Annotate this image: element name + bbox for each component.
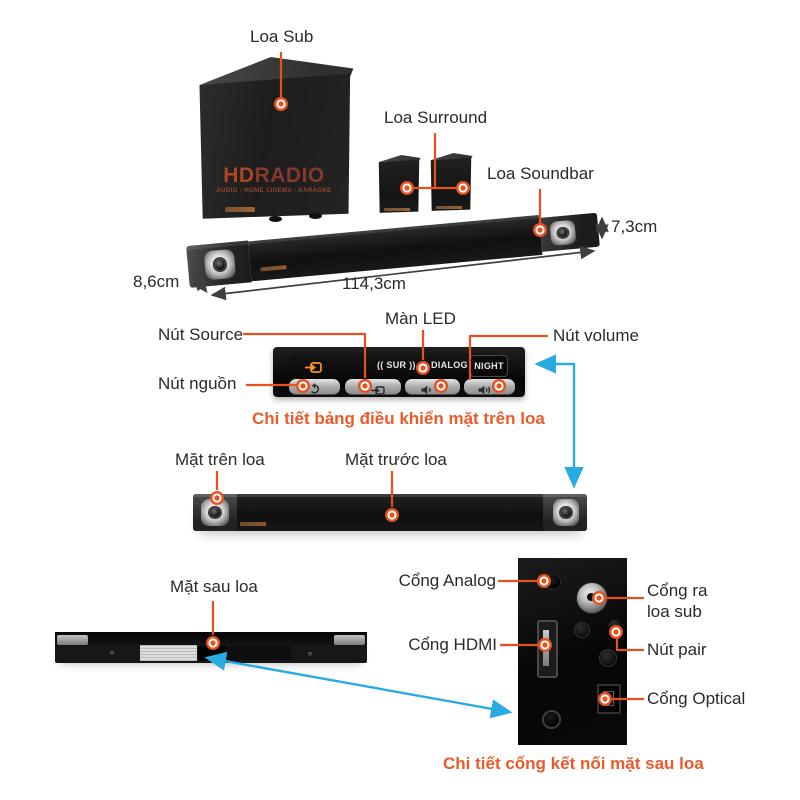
display-dialog-text: DIALOG bbox=[431, 360, 468, 370]
rear-ports-detail bbox=[518, 558, 627, 745]
label-cong-analog: Cổng Analog bbox=[398, 571, 496, 590]
watermark-hd: HD bbox=[223, 164, 255, 187]
dim-height-value: 7,3cm bbox=[611, 217, 658, 236]
volume-up-icon bbox=[478, 382, 493, 400]
dim-width-value: 114,3cm bbox=[342, 274, 406, 293]
pair-button-control bbox=[609, 620, 620, 631]
label-loa-soundbar: Loa Soundbar bbox=[487, 164, 594, 183]
subwoofer-image: HDRADIO AUDIO - HOME CINEMA - KARAOKE bbox=[193, 57, 355, 222]
rear-knob bbox=[599, 649, 617, 667]
speaker-front-face bbox=[430, 157, 472, 211]
soundbar-rear-view bbox=[55, 632, 367, 663]
rear-endcap-left bbox=[57, 635, 88, 645]
rear-top-strip bbox=[55, 632, 367, 645]
label-cong-ra: Cổng ra bbox=[647, 581, 708, 600]
subwoofer-foot bbox=[269, 216, 282, 222]
label-cong-hdmi: Cổng HDMI bbox=[408, 635, 497, 654]
hdmi-port bbox=[537, 620, 558, 678]
subwoofer-brand-plate bbox=[225, 207, 255, 212]
led-display: (( SUR )) DIALOG NIGHT bbox=[284, 353, 508, 377]
label-nut-volume: Nút volume bbox=[553, 326, 639, 345]
label-loa-surround: Loa Surround bbox=[384, 108, 488, 127]
label-loa-sub-line2: loa sub bbox=[647, 602, 702, 622]
right-horn-tweeter bbox=[553, 499, 579, 526]
optical-port bbox=[597, 684, 621, 714]
speaker-brand-logo bbox=[436, 206, 462, 209]
connector-recess-to-ports bbox=[204, 651, 513, 719]
aux-jack bbox=[542, 710, 561, 729]
spec-label-sticker bbox=[140, 645, 197, 661]
label-man-led: Màn LED bbox=[385, 309, 456, 328]
caption-control-panel: Chi tiết bảng điều khiển mặt trên loa bbox=[252, 409, 545, 428]
watermark-radio: RADIO bbox=[254, 164, 325, 187]
rear-endcap-right bbox=[334, 635, 365, 645]
label-cong-optical: Cổng Optical bbox=[647, 689, 746, 708]
night-mode-key: NIGHT bbox=[470, 355, 508, 377]
connector-panel-to-soundbar bbox=[534, 354, 584, 489]
port-recess bbox=[198, 646, 226, 661]
display-night-text: NIGHT bbox=[474, 361, 504, 371]
display-sur-text: (( SUR )) bbox=[377, 360, 416, 370]
rear-knob bbox=[574, 622, 590, 638]
label-mat-sau-loa: Mặt sau loa bbox=[170, 577, 258, 596]
label-mat-truoc-loa: Mặt trước loa bbox=[345, 450, 447, 469]
screw-hole bbox=[308, 652, 312, 656]
analog-jack bbox=[545, 574, 561, 590]
power-icon bbox=[309, 381, 320, 399]
screw-hole bbox=[110, 651, 114, 655]
label-mat-tren-loa: Mặt trên loa bbox=[175, 450, 265, 469]
label-nut-pair: Nút pair bbox=[647, 640, 707, 659]
sub-out-rca-port bbox=[576, 582, 608, 614]
source-input-icon bbox=[305, 360, 322, 378]
watermark-tagline: AUDIO - HOME CINEMA - KARAOKE bbox=[216, 188, 332, 194]
soundbar-grille bbox=[247, 214, 543, 282]
speaker-brand-logo bbox=[384, 208, 410, 211]
soundbar-brand-logo bbox=[240, 522, 266, 526]
subwoofer-foot bbox=[309, 213, 322, 219]
label-nut-source: Nút Source bbox=[158, 325, 244, 344]
label-cong-ra-loa-sub: Cổng ra loa sub bbox=[647, 580, 707, 623]
left-horn-tweeter bbox=[203, 248, 237, 281]
watermark-logo: HDRADIO AUDIO - HOME CINEMA - KARAOKE bbox=[207, 165, 341, 194]
label-nut-nguon: Nút nguồn bbox=[158, 374, 237, 393]
left-horn-tweeter bbox=[201, 499, 229, 526]
volume-down-icon bbox=[421, 382, 434, 400]
surround-speaker-left bbox=[376, 155, 422, 214]
source-icon bbox=[371, 382, 385, 400]
top-highlight bbox=[193, 494, 587, 497]
caption-rear-ports: Chi tiết cổng kết nối mặt sau loa bbox=[443, 754, 704, 773]
label-loa-sub: Loa Sub bbox=[250, 27, 314, 46]
rear-hatch bbox=[227, 646, 291, 660]
control-panel-detail: (( SUR )) DIALOG NIGHT bbox=[273, 347, 525, 397]
surround-speaker-right bbox=[428, 153, 474, 212]
dim-depth-value: 8,6cm bbox=[133, 272, 180, 291]
speaker-top-face bbox=[378, 155, 421, 163]
soundbar-front-view bbox=[193, 494, 587, 531]
right-horn-tweeter bbox=[549, 219, 577, 246]
speaker-front-face bbox=[378, 159, 420, 213]
